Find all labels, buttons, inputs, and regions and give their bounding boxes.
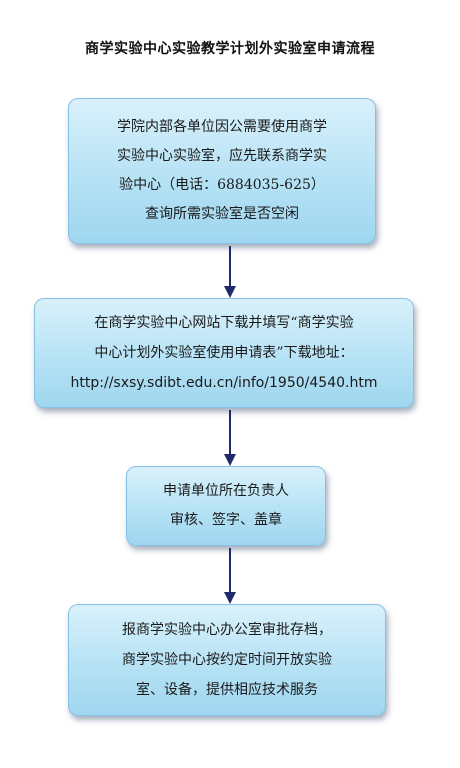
page-title: 商学实验中心实验教学计划外实验室申请流程 [85,41,375,57]
flow-step-3: 申请单位所在负责人 审核、签字、盖章 [126,466,326,546]
flow-step-1: 学院内部各单位因公需要使用商学 实验中心实验室，应先联系商学实 验中心（电话：6… [68,98,376,244]
step-3-line-2: 审核、签字、盖章 [170,512,282,528]
step-3-line-1: 申请单位所在负责人 [163,483,289,499]
arrow-down-icon [224,246,236,298]
flow-step-4: 报商学实验中心办公室审批存档， 商学实验中心按约定时间开放实验 室、设备，提供相… [68,604,386,716]
step-1-line-4: 查询所需实验室是否空闲 [145,206,299,222]
step-4-line-3: 室、设备，提供相应技术服务 [136,682,318,698]
step-4-line-2: 商学实验中心按约定时间开放实验 [122,652,332,668]
arrow-down-icon [224,548,236,604]
step-1-line-2: 实验中心实验室，应先联系商学实 [117,148,327,164]
step-1-line-3: 验中心（电话：6884035-625） [119,177,325,193]
step-2-line-1: 在商学实验中心网站下载并填写“商学实验 [94,315,354,331]
step-2-line-2: 中心计划外实验室使用申请表”下载地址： [94,345,354,361]
step-4-line-1: 报商学实验中心办公室审批存档， [122,622,332,638]
step-1-line-1: 学院内部各单位因公需要使用商学 [117,119,327,135]
download-url-link[interactable]: http://sxsy.sdibt.edu.cn/info/1950/4540.… [70,375,378,391]
flow-step-2: 在商学实验中心网站下载并填写“商学实验 中心计划外实验室使用申请表”下载地址： … [34,298,414,408]
arrow-down-icon [224,410,236,466]
